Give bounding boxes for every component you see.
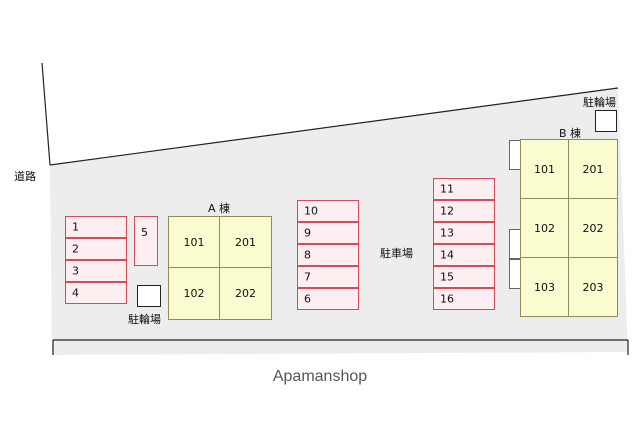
parking-space: 4	[65, 282, 127, 304]
building-b-entrance	[509, 259, 521, 289]
building-b-unit: 203	[582, 280, 604, 294]
building-a: 101 201 102 202	[168, 216, 272, 320]
parking-space: 9	[297, 222, 359, 244]
building-b-entrance	[509, 229, 521, 259]
bike-parking-label-left: 駐輪場	[128, 313, 161, 326]
building-b-unit: 202	[569, 199, 617, 258]
parking-space-number: 9	[304, 226, 311, 240]
parking-space-number: 5	[141, 226, 148, 239]
parking-space-number: 7	[304, 270, 311, 284]
parking-space-number: 16	[440, 292, 454, 306]
parking-space: 3	[65, 260, 127, 282]
parking-space-number: 11	[440, 182, 454, 196]
bike-parking-box	[595, 110, 617, 132]
brand-watermark: Apamanshop	[272, 368, 368, 385]
parking-space: 1	[65, 216, 127, 238]
parking-space: 16	[433, 288, 495, 310]
building-a-unit: 201	[220, 217, 271, 268]
bike-parking-label-right: 駐輪場	[583, 96, 616, 109]
parking-space: 13	[433, 222, 495, 244]
parking-space-number: 8	[304, 248, 311, 262]
parking-space-number: 12	[440, 204, 454, 218]
building-b-unit: 101	[521, 140, 569, 199]
building-b: 101 201 102 202 103 203	[520, 139, 618, 317]
parking-space-number: 14	[440, 248, 454, 262]
building-b-unit: 103	[521, 258, 569, 316]
parking-space: 2	[65, 238, 127, 260]
building-a-label: A 棟	[208, 202, 231, 215]
building-b-entrance	[509, 140, 521, 170]
building-b-unit: 201	[569, 140, 617, 199]
parking-space: 7	[297, 266, 359, 288]
parking-space-number: 15	[440, 270, 454, 284]
parking-space: 10	[297, 200, 359, 222]
parking-space-number: 10	[304, 204, 318, 218]
parking-space-number: 2	[72, 242, 79, 256]
parking-space-number: 6	[304, 292, 311, 306]
parking-space-number: 3	[72, 264, 79, 278]
building-b-label: B 棟	[559, 127, 582, 140]
road-label: 道路	[14, 170, 36, 183]
road-edge	[41, 62, 51, 166]
parking-space: 15	[433, 266, 495, 288]
parking-label: 駐車場	[380, 247, 413, 260]
building-a-unit: 202	[235, 287, 256, 300]
parking-space-number: 1	[72, 220, 79, 234]
building-a-unit: 101	[169, 217, 220, 268]
parking-space: 11	[433, 178, 495, 200]
road-edge-diagonal	[49, 87, 619, 166]
parking-space-number: 4	[72, 286, 79, 300]
building-a-unit: 102	[169, 268, 220, 319]
parking-space: 14	[433, 244, 495, 266]
building-b-unit: 102	[521, 199, 569, 258]
parking-space: 8	[297, 244, 359, 266]
parking-space-number: 13	[440, 226, 454, 240]
parking-space: 6	[297, 288, 359, 310]
parking-space: 5	[134, 216, 158, 266]
bike-parking-box	[137, 285, 161, 307]
parking-space: 12	[433, 200, 495, 222]
